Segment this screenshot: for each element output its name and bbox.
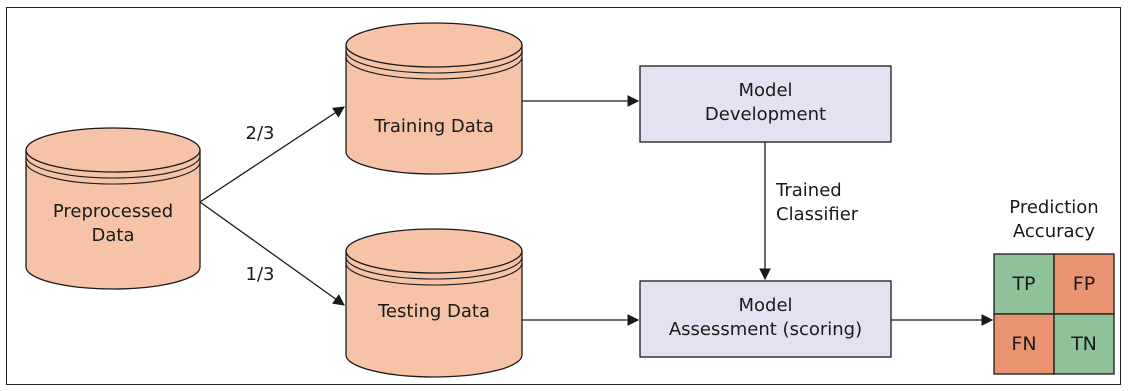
preprocessed-data-label: Preprocessed Data — [26, 200, 200, 248]
fn-label: FN — [1011, 333, 1037, 355]
prediction-accuracy-line2: Accuracy — [1012, 221, 1096, 242]
tn-label: TN — [1071, 333, 1097, 355]
preprocessed-data-cylinder — [25, 127, 201, 290]
diagram-frame — [6, 7, 1121, 385]
training-data-label: Training Data — [374, 116, 494, 137]
model-development-label: Model Development — [640, 79, 891, 127]
model-development-line1: Model — [738, 80, 793, 101]
fp-cell — [1053, 253, 1115, 315]
preprocessed-line1: Preprocessed — [52, 201, 174, 222]
fn-cell — [993, 313, 1055, 375]
testing-data-label: Testing Data — [378, 301, 490, 322]
confusion-matrix — [993, 253, 1115, 375]
model-assessment-line1: Model — [738, 295, 793, 316]
model-development-line2: Development — [704, 104, 827, 125]
prediction-accuracy-title: Prediction Accuracy — [994, 196, 1114, 244]
tp-label: TP — [1012, 273, 1036, 295]
fp-label: FP — [1072, 273, 1096, 295]
trained-classifier-line2: Classifier — [776, 204, 859, 225]
arrow-to-training — [199, 106, 345, 203]
testing-data-cylinder — [345, 228, 523, 378]
model-assessment-box — [639, 280, 892, 358]
model-assessment-label: Model Assessment (scoring) — [640, 294, 891, 342]
split-testing-label: 1/3 — [245, 264, 275, 285]
prediction-accuracy-line1: Prediction — [1009, 197, 1099, 218]
preprocessed-line2: Data — [91, 225, 135, 246]
trained-classifier-label: Trained Classifier — [776, 179, 858, 227]
tn-cell — [1053, 313, 1115, 375]
model-development-box — [639, 65, 892, 143]
split-training-label: 2/3 — [245, 123, 275, 144]
model-assessment-line2: Assessment (scoring) — [668, 319, 863, 340]
arrow-to-testing — [199, 201, 345, 306]
training-data-cylinder — [345, 22, 523, 175]
trained-classifier-line1: Trained — [776, 180, 842, 201]
